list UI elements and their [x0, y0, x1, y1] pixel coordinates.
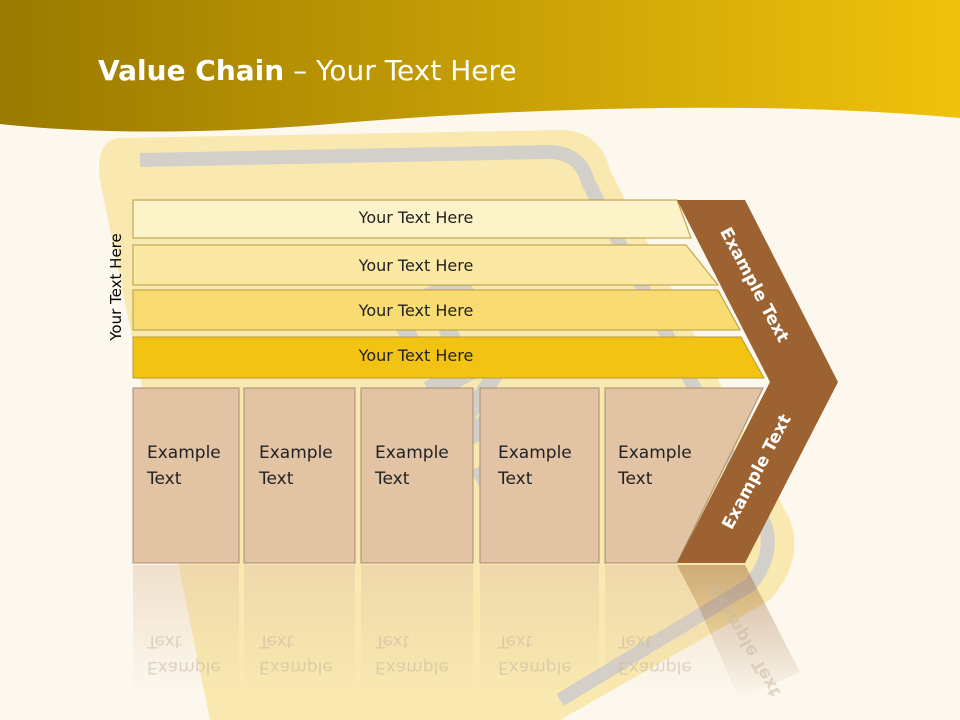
primary-box-reflection-2 — [244, 565, 355, 695]
primary-box-2 — [243, 387, 356, 564]
box-label-1: Example Text — [147, 440, 221, 492]
row-label-3: Your Text Here — [358, 301, 474, 320]
primary-box-reflection-1 — [133, 565, 239, 695]
page-title: Value Chain – Your Text Here — [98, 54, 517, 87]
support-row-4 — [132, 336, 765, 379]
box-label-1-line2: Text — [147, 469, 182, 489]
box-reflection-1-line2: Text — [147, 631, 182, 651]
box-reflection-2-line2: Text — [259, 631, 294, 651]
primary-box-4 — [479, 387, 600, 564]
side-label: Your Text Here — [107, 233, 125, 341]
primary-box-1 — [132, 387, 240, 564]
box-reflection-4-line1: Example — [498, 657, 572, 677]
box-label-3-line2: Text — [375, 469, 410, 489]
box-reflection-2-line1: Example — [259, 657, 333, 677]
box-reflection-4: Example Text — [498, 628, 572, 680]
row-label-4: Your Text Here — [358, 346, 474, 365]
box-reflection-3-line2: Text — [375, 631, 410, 651]
margin-chevron — [677, 200, 838, 563]
box-label-4-line1: Example — [498, 443, 572, 463]
box-label-3: Example Text — [375, 440, 449, 492]
box-label-2-line2: Text — [259, 469, 294, 489]
box-label-4: Example Text — [498, 440, 572, 492]
chevron-reflection — [677, 565, 800, 700]
box-reflection-2: Example Text — [259, 628, 333, 680]
title-rest: – Your Text Here — [284, 54, 517, 87]
box-label-2: Example Text — [259, 440, 333, 492]
box-reflection-1-line1: Example — [147, 657, 221, 677]
box-reflection-3: Example Text — [375, 628, 449, 680]
box-label-1-line1: Example — [147, 443, 221, 463]
support-rows — [132, 199, 765, 379]
box-label-5-line1: Example — [618, 443, 692, 463]
box-reflection-1: Example Text — [147, 628, 221, 680]
reflections — [133, 565, 740, 695]
box-label-5: Example Text — [618, 440, 692, 492]
primary-box-reflection-3 — [361, 565, 473, 695]
primary-boxes — [132, 387, 764, 564]
primary-box-3 — [360, 387, 474, 564]
box-reflection-5: Example Text — [618, 628, 692, 680]
box-reflection-5-line2: Text — [618, 631, 653, 651]
row-label-1: Your Text Here — [358, 208, 474, 227]
support-row-1 — [132, 199, 692, 239]
box-reflection-5-line1: Example — [618, 657, 692, 677]
support-row-3 — [132, 289, 741, 331]
box-reflection-4-line2: Text — [498, 631, 533, 651]
box-label-5-line2: Text — [618, 469, 653, 489]
box-label-4-line2: Text — [498, 469, 533, 489]
box-label-2-line1: Example — [259, 443, 333, 463]
primary-box-reflection-5 — [605, 565, 740, 695]
box-label-3-line1: Example — [375, 443, 449, 463]
support-row-2 — [132, 244, 720, 286]
box-reflection-3-line1: Example — [375, 657, 449, 677]
title-bold: Value Chain — [98, 54, 285, 87]
header-band — [0, 0, 960, 132]
row-label-2: Your Text Here — [358, 256, 474, 275]
primary-box-reflection-4 — [480, 565, 599, 695]
